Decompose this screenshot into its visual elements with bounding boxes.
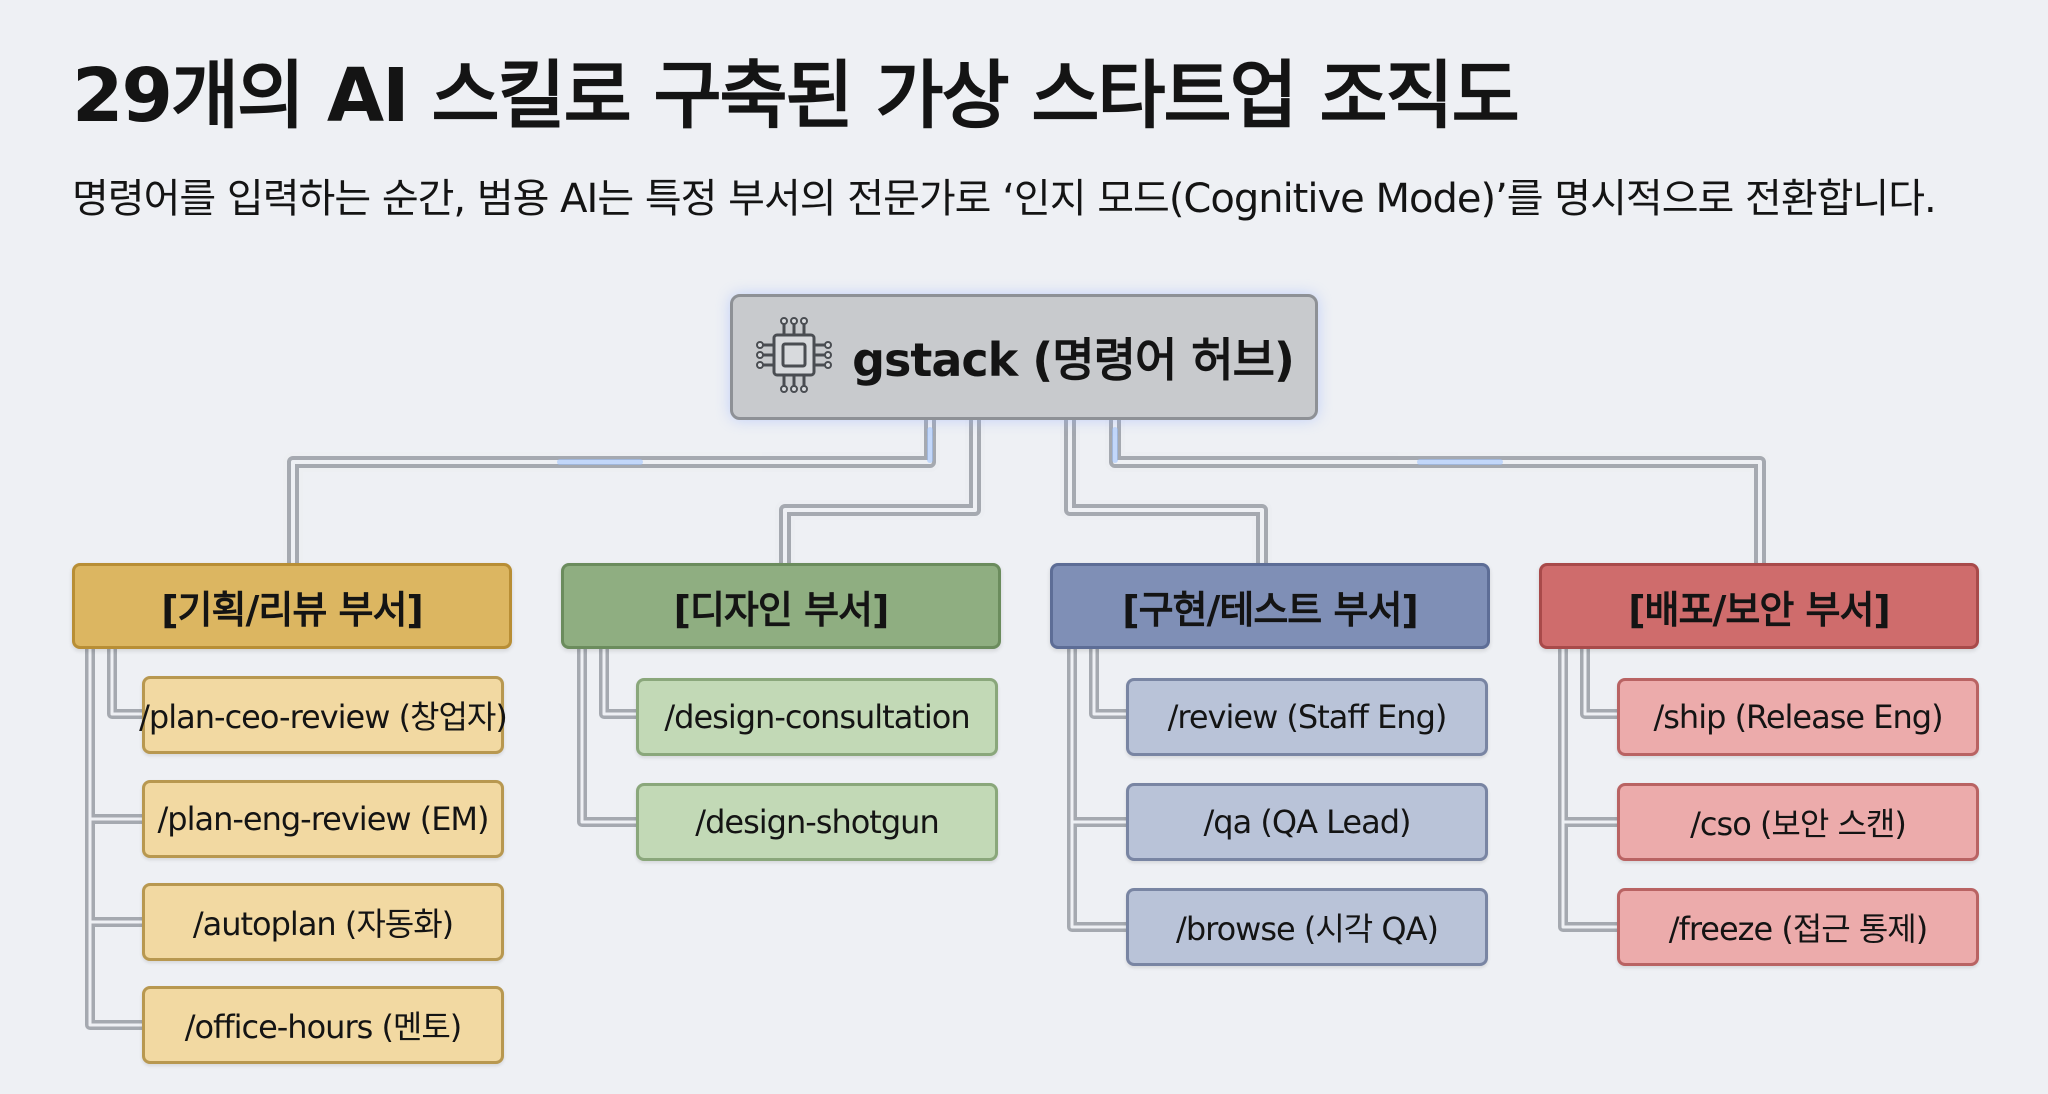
skill-autoplan: /autoplan (자동화) — [142, 883, 504, 961]
skill-design-shotgun: /design-shotgun — [636, 783, 998, 861]
dept-design: [디자인 부서] — [561, 563, 1001, 649]
dept-build-test: [구현/테스트 부서] — [1050, 563, 1490, 649]
page-title: 29개의 AI 스킬로 구축된 가상 스타트업 조직도 — [72, 53, 1520, 139]
skill-design-consultation: /design-consultation — [636, 678, 998, 756]
skill-plan-ceo-review: /plan-ceo-review (창업자) — [139, 676, 508, 754]
skill-ship: /ship (Release Eng) — [1617, 678, 1979, 756]
page-subtitle: 명령어를 입력하는 순간, 범용 AI는 특정 부서의 전문가로 ‘인지 모드(… — [72, 176, 1937, 222]
skill-qa: /qa (QA Lead) — [1126, 783, 1488, 861]
skill-cso: /cso (보안 스캔) — [1617, 783, 1979, 861]
dept-planning-review: [기획/리뷰 부서] — [72, 563, 512, 649]
skill-review: /review (Staff Eng) — [1126, 678, 1488, 756]
skill-plan-eng-review: /plan-eng-review (EM) — [142, 780, 504, 858]
skill-browse: /browse (시각 QA) — [1126, 888, 1488, 966]
chip-icon — [754, 315, 834, 399]
skill-freeze: /freeze (접근 통제) — [1617, 888, 1979, 966]
skill-office-hours: /office-hours (멘토) — [142, 986, 504, 1064]
hub-node: gstack (명령어 허브) — [730, 294, 1318, 420]
dept-deploy-security: [배포/보안 부서] — [1539, 563, 1979, 649]
hub-label: gstack (명령어 허브) — [852, 333, 1295, 387]
